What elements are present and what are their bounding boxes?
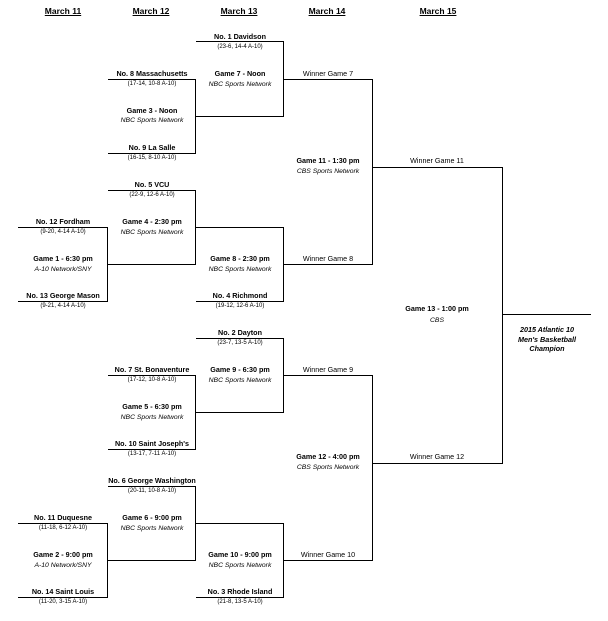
winner-game-10: Winner Game 10	[300, 550, 356, 559]
team-vcu-record: (22-9, 12-6 A-10)	[129, 192, 175, 198]
team-george-washington: No. 6 George Washington	[108, 476, 196, 485]
bracket-game-9	[196, 338, 284, 413]
game-13-network: CBS	[430, 317, 444, 324]
team-fordham-record: (9-20, 4-14 A-10)	[40, 229, 86, 235]
game-8-network: NBC Sports Network	[208, 266, 272, 273]
team-fordham: No. 12 Fordham	[35, 217, 91, 226]
team-george-mason-record: (9-21, 4-14 A-10)	[40, 303, 86, 309]
team-duquesne-record: (11-18, 6-12 A-10)	[38, 525, 88, 531]
bracket-game-11	[284, 79, 373, 265]
team-george-mason: No. 13 George Mason	[26, 291, 100, 300]
header-march-13: March 13	[220, 6, 258, 16]
winner-game-8: Winner Game 8	[302, 254, 354, 263]
bracket-game-10	[196, 523, 284, 598]
bracket-game-6	[108, 486, 196, 561]
game-3-network: NBC Sports Network	[120, 117, 184, 124]
game-11-network: CBS Sports Network	[296, 168, 360, 175]
header-march-12: March 12	[132, 6, 170, 16]
bracket-game-1	[18, 227, 108, 302]
game-5-network: NBC Sports Network	[120, 414, 184, 421]
game-9-network: NBC Sports Network	[208, 377, 272, 384]
winner-game-12: Winner Game 12	[409, 452, 465, 461]
team-vcu: No. 5 VCU	[134, 180, 170, 189]
champion-line-1: 2015 Atlantic 10	[519, 325, 575, 334]
team-richmond: No. 4 Richmond	[212, 291, 268, 300]
team-dayton-record: (23-7, 13-5 A-10)	[217, 340, 263, 346]
header-march-15: March 15	[419, 6, 457, 16]
game-11-label: Game 11 - 1:30 pm	[296, 156, 360, 165]
game-10-label: Game 10 - 9:00 pm	[208, 550, 272, 559]
game-7-network: NBC Sports Network	[208, 81, 272, 88]
bracket-game-4	[108, 190, 196, 265]
team-george-washington-record: (20-11, 10-8 A-10)	[127, 488, 177, 494]
champion-line-2: Men's Basketball	[517, 334, 577, 344]
game-6-network: NBC Sports Network	[120, 525, 184, 532]
game-9-label: Game 9 - 6:30 pm	[210, 365, 270, 374]
champion-line-3: Champion	[529, 344, 565, 354]
team-rhode-island-record: (21-8, 13-5 A-10)	[217, 599, 263, 605]
winner-game-9: Winner Game 9	[302, 365, 354, 374]
team-la-salle: No. 9 La Salle	[128, 143, 176, 152]
team-la-salle-record: (16-15, 8-10 A-10)	[127, 155, 177, 161]
bracket-game-12	[284, 375, 373, 561]
team-dayton: No. 2 Dayton	[218, 328, 262, 337]
game-1-label: Game 1 - 6:30 pm	[33, 254, 93, 263]
bracket-game-13	[373, 167, 503, 464]
team-richmond-record: (19-12, 12-6 A-10)	[215, 303, 265, 309]
team-st-bonaventure-record: (17-12, 10-8 A-10)	[127, 377, 177, 383]
game-3-label: Game 3 - Noon	[126, 106, 178, 115]
game-2-label: Game 2 - 9:00 pm	[33, 550, 93, 559]
team-saint-josephs: No. 10 Saint Joseph's	[114, 439, 190, 448]
winner-game-11: Winner Game 11	[410, 156, 464, 165]
team-st-bonaventure: No. 7 St. Bonaventure	[114, 365, 190, 374]
game-10-network: NBC Sports Network	[208, 562, 272, 569]
bracket-game-3	[108, 79, 196, 154]
header-march-11: March 11	[44, 6, 82, 16]
game-8-label: Game 8 - 2:30 pm	[210, 254, 270, 263]
team-massachusetts: No. 8 Massachusetts	[116, 69, 188, 78]
header-march-14: March 14	[308, 6, 346, 16]
game-6-label: Game 6 - 9:00 pm	[122, 513, 182, 522]
champion-box: 2015 Atlantic 10 Men's Basketball Champi…	[518, 325, 576, 354]
game-12-label: Game 12 - 4:00 pm	[296, 452, 360, 461]
bracket-game-2	[18, 523, 108, 598]
bracket-game-5	[108, 375, 196, 450]
team-rhode-island: No. 3 Rhode Island	[207, 587, 273, 596]
game-13-label: Game 13 - 1:00 pm	[405, 304, 469, 313]
team-saint-josephs-record: (13-17, 7-11 A-10)	[127, 451, 177, 457]
game-12-network: CBS Sports Network	[296, 464, 360, 471]
game-4-network: NBC Sports Network	[120, 229, 184, 236]
team-massachusetts-record: (17-14, 10-8 A-10)	[127, 81, 177, 87]
team-davidson-record: (23-6, 14-4 A-10)	[217, 44, 263, 50]
game-5-label: Game 5 - 6:30 pm	[122, 402, 182, 411]
game-1-network: A-10 Network/SNY	[34, 266, 92, 273]
game-2-network: A-10 Network/SNY	[34, 562, 92, 569]
game-7-label: Game 7 - Noon	[214, 69, 266, 78]
winner-game-7: Winner Game 7	[302, 69, 354, 78]
team-davidson: No. 1 Davidson	[214, 32, 266, 41]
bracket-game-8	[196, 227, 284, 302]
game-4-label: Game 4 - 2:30 pm	[122, 217, 182, 226]
team-saint-louis-record: (11-20, 3-15 A-10)	[38, 599, 88, 605]
bracket-game-7	[196, 41, 284, 117]
team-saint-louis: No. 14 Saint Louis	[31, 587, 95, 596]
team-duquesne: No. 11 Duquesne	[34, 513, 92, 522]
